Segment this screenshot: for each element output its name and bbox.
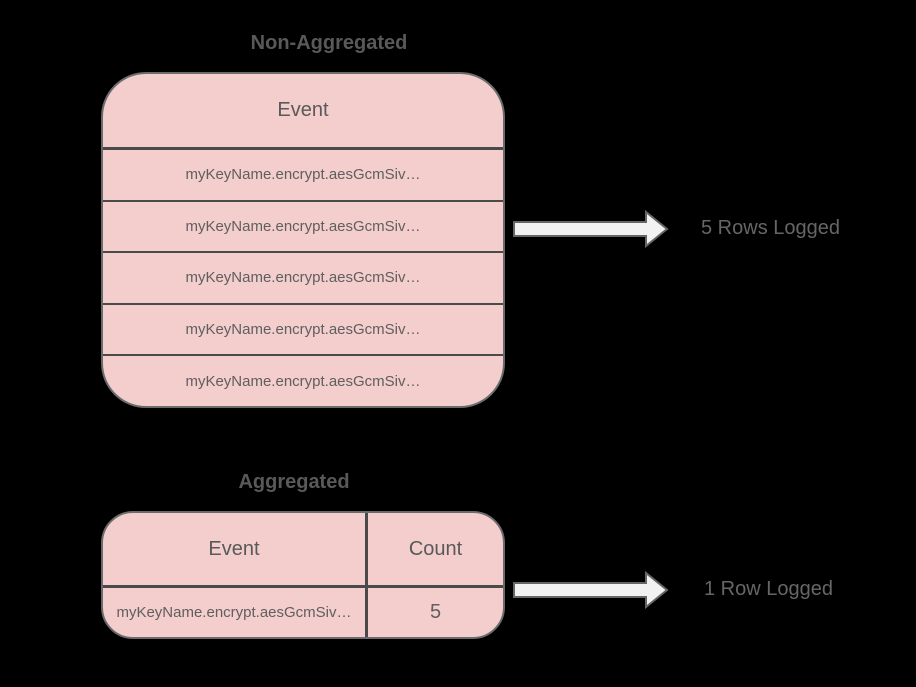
aggregated-title: Aggregated bbox=[238, 471, 350, 493]
aggregated-table: Event Count myKeyName.encrypt.aesGcmSiv…… bbox=[101, 511, 505, 639]
right-arrow-icon bbox=[513, 210, 669, 248]
count-column-header: Count bbox=[368, 513, 503, 588]
event-column-header: Event bbox=[103, 74, 503, 150]
event-column-header: Event bbox=[103, 513, 368, 588]
row-logged-label: 1 Row Logged bbox=[704, 578, 833, 600]
non-aggregated-title: Non-Aggregated bbox=[250, 32, 408, 54]
table-row: myKeyName.encrypt.aesGcmSiv… bbox=[103, 302, 503, 355]
table-row: myKeyName.encrypt.aesGcmSiv… bbox=[103, 251, 503, 303]
right-arrow-icon bbox=[513, 571, 669, 609]
rows-logged-label: 5 Rows Logged bbox=[701, 217, 840, 239]
table-row: myKeyName.encrypt.aesGcmSiv… bbox=[103, 354, 503, 406]
table-row: myKeyName.encrypt.aesGcmSiv… bbox=[185, 166, 421, 184]
table-row-event-cell: myKeyName.encrypt.aesGcmSiv… bbox=[103, 588, 368, 637]
table-row: myKeyName.encrypt.aesGcmSiv… bbox=[103, 199, 503, 252]
non-aggregated-table: Event myKeyName.encrypt.aesGcmSiv… myKey… bbox=[101, 72, 505, 408]
table-row-count-cell: 5 bbox=[429, 601, 442, 623]
